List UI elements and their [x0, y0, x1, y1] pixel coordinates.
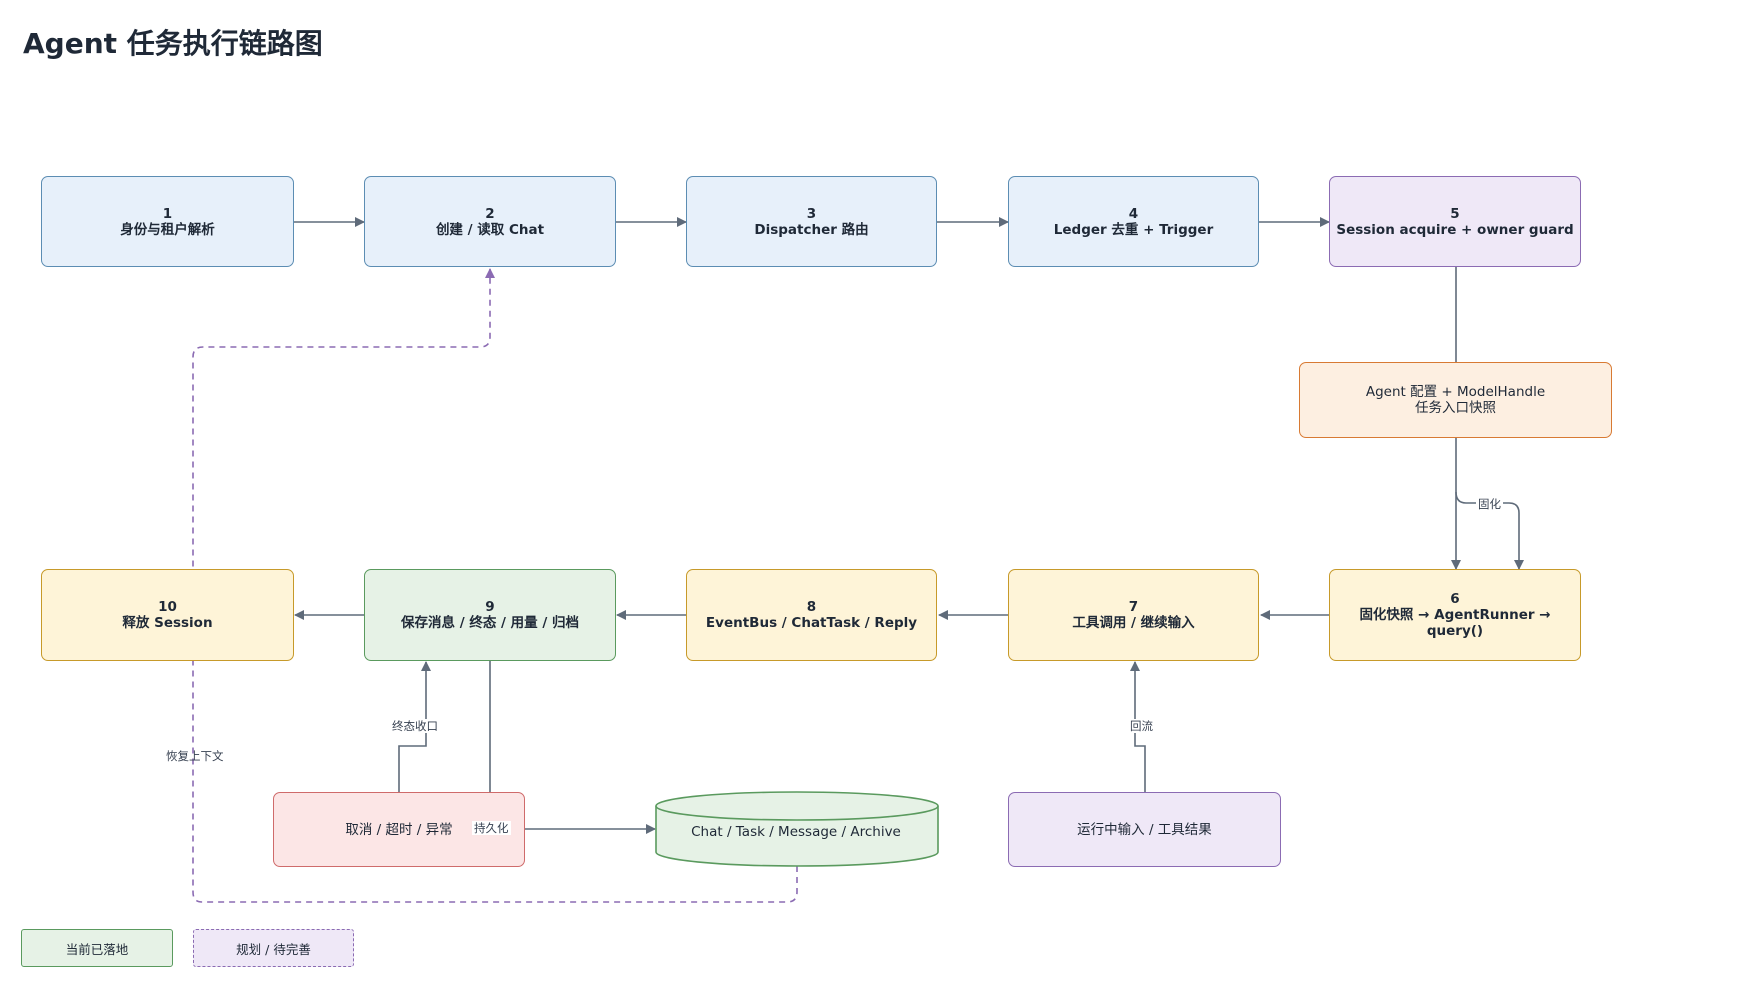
node-7-label: 工具调用 / 继续输入: [1072, 615, 1195, 631]
node-5-session[interactable]: 5 Session acquire + owner guard: [1329, 176, 1581, 267]
legend-landed: 当前已落地: [21, 929, 173, 967]
cancel-label: 取消 / 超时 / 异常: [345, 821, 453, 838]
node-7-tools[interactable]: 7 工具调用 / 继续输入: [1008, 569, 1259, 661]
runtime-input-label: 运行中输入 / 工具结果: [1077, 821, 1212, 838]
node-8-eventbus[interactable]: 8 EventBus / ChatTask / Reply: [686, 569, 937, 661]
node-cancel[interactable]: 取消 / 超时 / 异常: [273, 792, 525, 867]
node-4-label: Ledger 去重 + Trigger: [1053, 221, 1214, 238]
edge-label-persist: 持久化: [472, 821, 511, 835]
legend-landed-label: 当前已落地: [65, 941, 129, 957]
node-8-label: EventBus / ChatTask / Reply: [705, 615, 918, 631]
store-label: Chat / Task / Message / Archive: [691, 824, 901, 840]
node-6-runner[interactable]: 6 固化快照 → AgentRunner → query(): [1329, 569, 1581, 661]
snapshot-line-1: Agent 配置 + ModelHandle: [1365, 384, 1546, 400]
node-2-chat[interactable]: 2 创建 / 读取 Chat: [364, 176, 616, 267]
edge-input-7: [1130, 661, 1146, 792]
store-cylinder: [655, 791, 939, 867]
node-3-dispatcher[interactable]: 3 Dispatcher 路由: [686, 176, 937, 267]
node-9-label: 保存消息 / 终态 / 用量 / 归档: [401, 615, 579, 631]
diagram-title: Agent 任务执行链路图: [23, 27, 323, 60]
node-2-number: 2: [485, 205, 495, 222]
node-10-label: 释放 Session: [122, 615, 213, 631]
node-5-number: 5: [1450, 205, 1460, 222]
node-8-number: 8: [806, 599, 817, 615]
node-9-number: 9: [485, 599, 495, 615]
node-10-release[interactable]: 10 释放 Session: [41, 569, 294, 661]
node-4-ledger[interactable]: 4 Ledger 去重 + Trigger: [1008, 176, 1259, 267]
node-runtime-input[interactable]: 运行中输入 / 工具结果: [1008, 792, 1281, 867]
legend-planned-label: 规划 / 待完善: [236, 941, 311, 957]
node-3-label: Dispatcher 路由: [754, 221, 869, 238]
node-10-number: 10: [158, 599, 177, 615]
node-snapshot[interactable]: Agent 配置 + ModelHandle 任务入口快照: [1299, 362, 1612, 438]
node-4-number: 4: [1128, 205, 1139, 222]
node-3-number: 3: [806, 205, 817, 222]
legend-planned: 规划 / 待完善: [193, 929, 354, 967]
edge-restore-context: [192, 268, 798, 903]
edge-label-backflow: 回流: [1128, 719, 1155, 733]
node-2-label: 创建 / 读取 Chat: [435, 221, 545, 238]
node-1-identity[interactable]: 1 身份与租户解析: [41, 176, 294, 267]
edge-label-solidify: 固化: [1476, 497, 1503, 511]
edge-solidify-branch: [1455, 491, 1524, 570]
node-6-label: 固化快照 → AgentRunner → query(): [1359, 607, 1551, 639]
edge-label-restore: 恢复上下文: [166, 749, 224, 763]
node-1-number: 1: [162, 205, 173, 222]
edge-label-terminal: 终态收口: [390, 719, 440, 733]
node-6-number: 6: [1450, 591, 1460, 607]
node-1-label: 身份与租户解析: [120, 221, 215, 238]
snapshot-line-2: 任务入口快照: [1415, 400, 1496, 416]
node-7-number: 7: [1128, 599, 1139, 615]
node-5-label: Session acquire + owner guard: [1336, 221, 1574, 238]
edge-cancel-9: [398, 661, 431, 792]
node-9-save[interactable]: 9 保存消息 / 终态 / 用量 / 归档: [364, 569, 616, 661]
